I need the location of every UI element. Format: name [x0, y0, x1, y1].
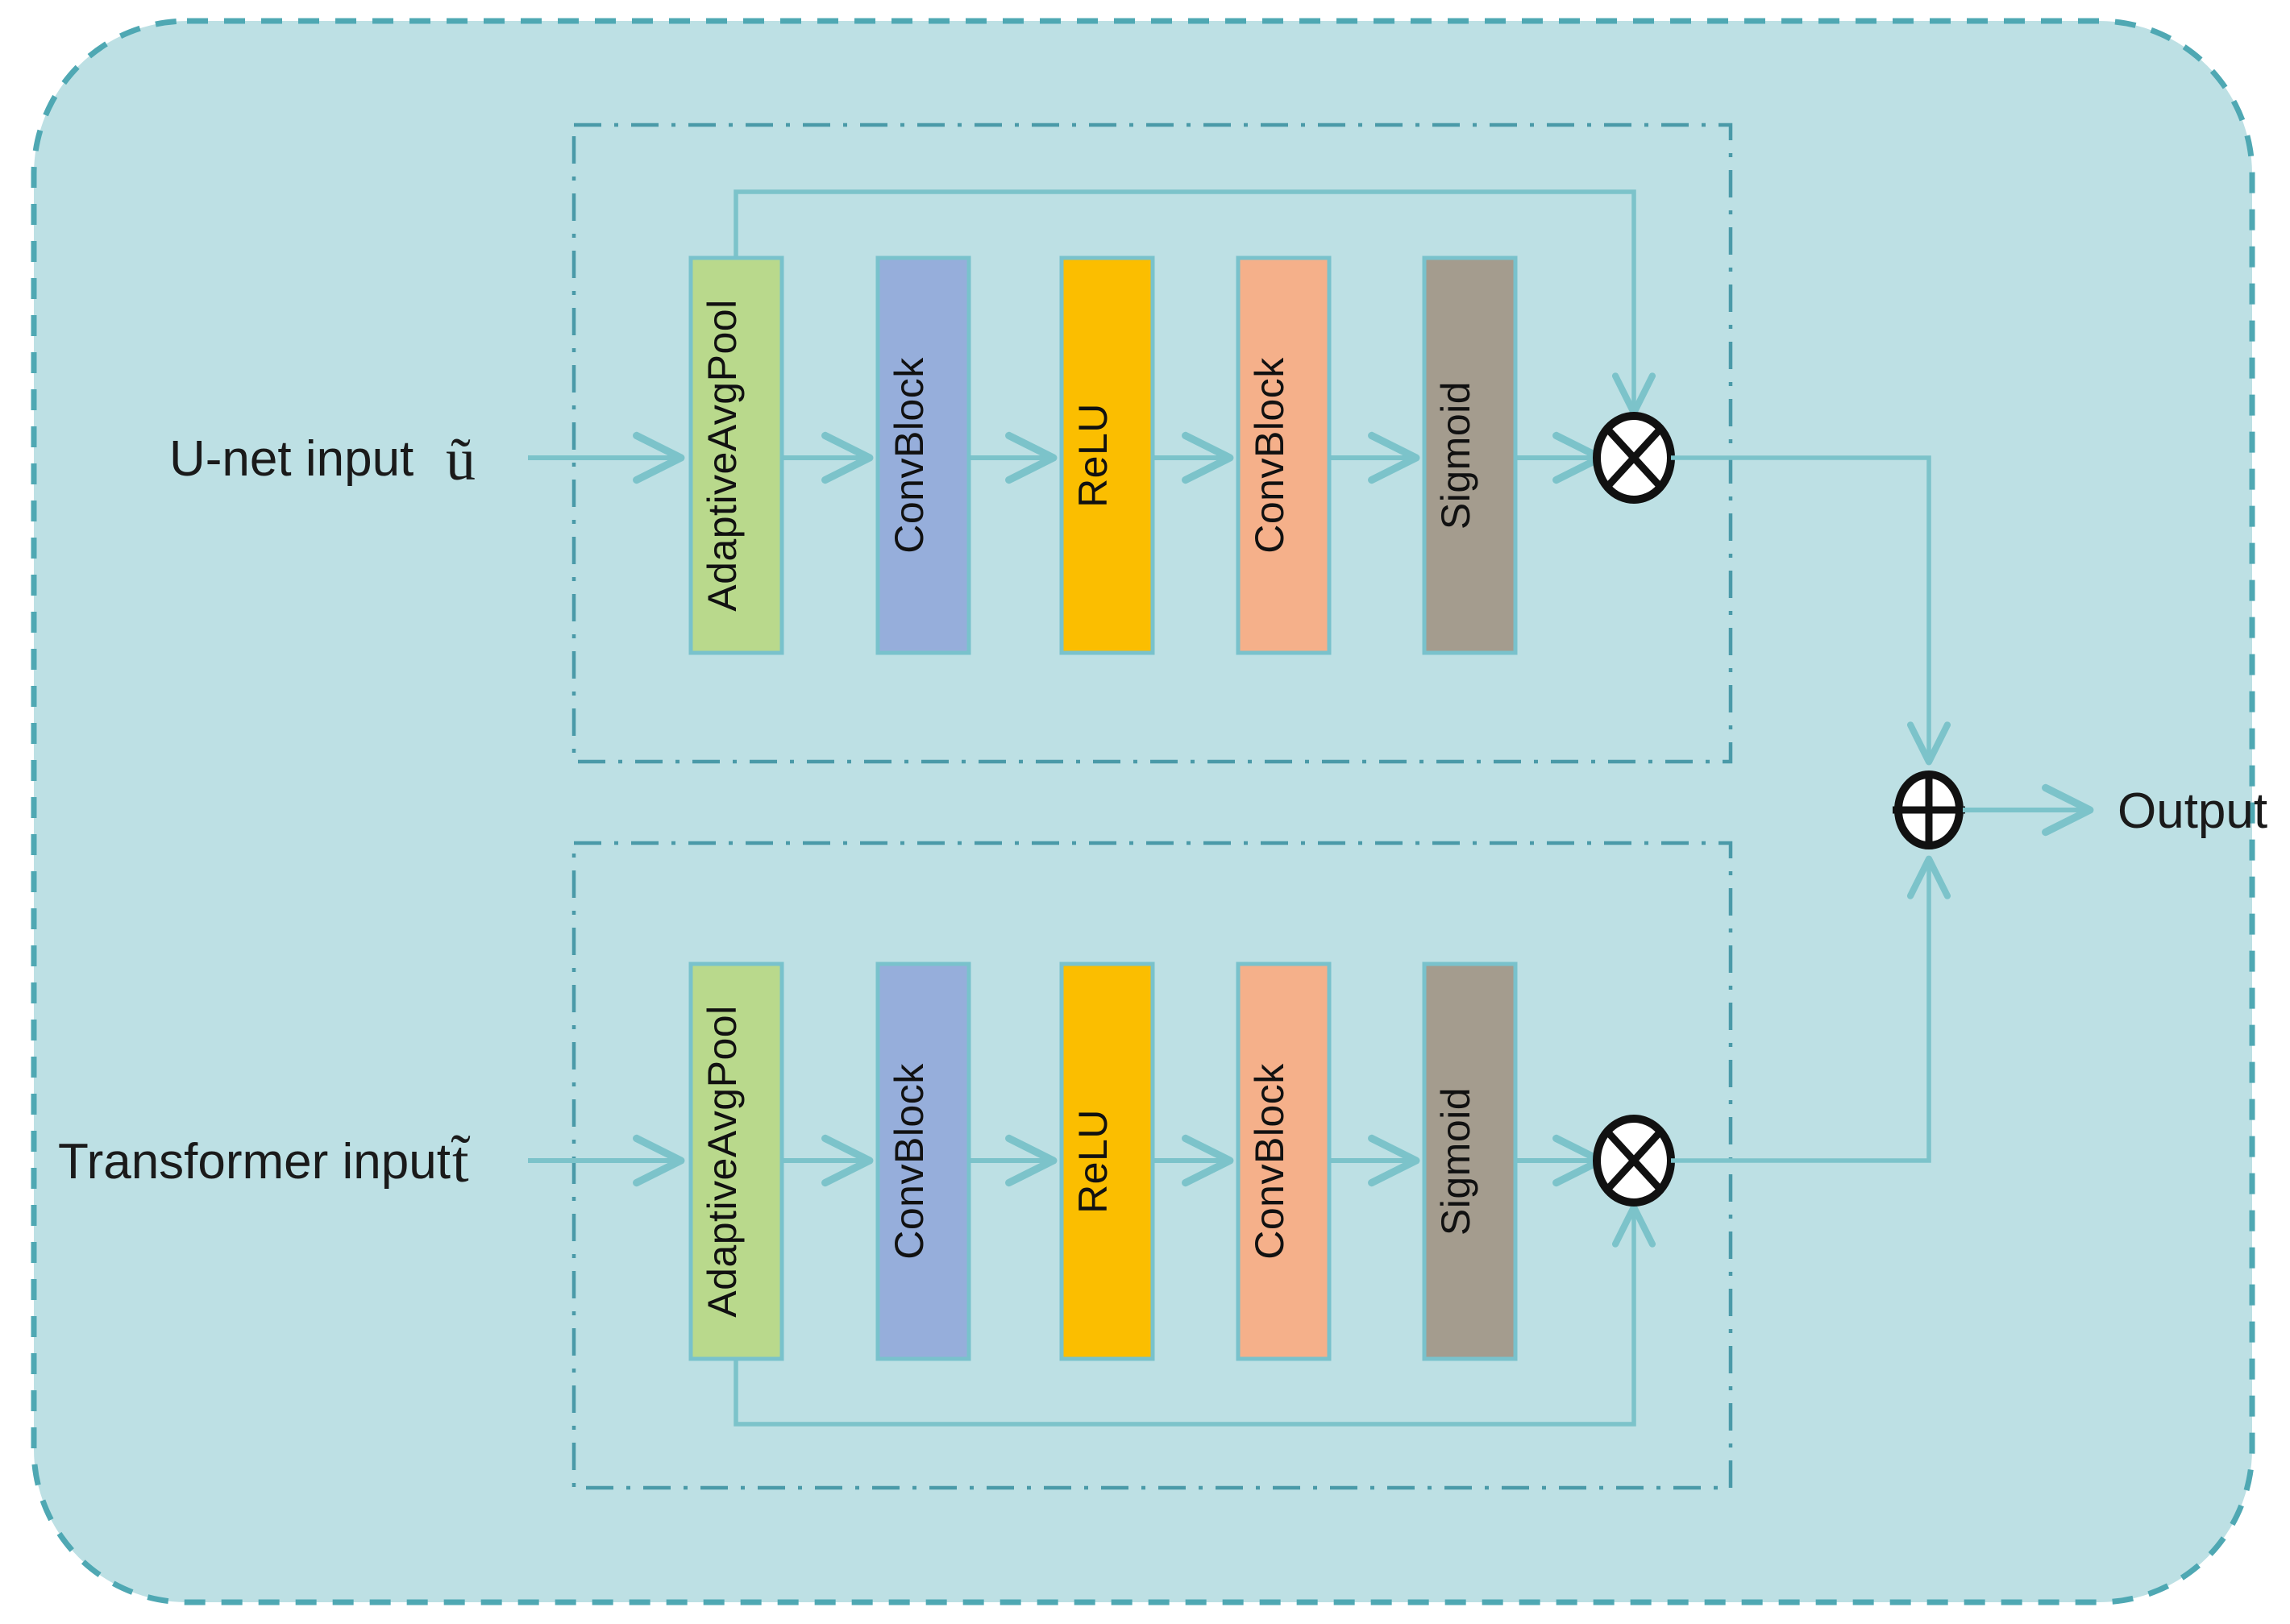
top-sigmoid-rect	[1422, 255, 1518, 655]
bottom-conv-block-1-label: ConvBlock	[887, 1063, 932, 1260]
bottom-conv-block-1-rect	[875, 962, 971, 1361]
bottom-sigmoid-label: Sigmoid	[1433, 1087, 1478, 1236]
top-conv-block-1-block: ConvBlock	[875, 255, 971, 655]
output-label: Output	[2118, 783, 2267, 839]
outer-container-boundary	[31, 18, 2255, 1605]
top-sigmoid-label: Sigmoid	[1433, 381, 1478, 530]
unet-input-label-group: U-net input ũ	[169, 427, 476, 493]
top-branch-group-boundary	[571, 123, 1733, 764]
transformer-input-variable: t̃	[451, 1129, 471, 1195]
top-adaptive-avg-pool-rect	[688, 255, 784, 655]
bottom-multiply-to-add-path	[1671, 855, 1951, 1163]
unet-input-variable: ũ	[446, 427, 476, 493]
bottom-adaptive-avg-pool-rect	[688, 962, 784, 1361]
top-multiply-stroke-b	[1604, 426, 1664, 490]
bottom-branch-group-boundary	[571, 841, 1733, 1490]
bottom-relu-label: ReLU	[1070, 1109, 1116, 1214]
bottom-skip-connection	[734, 1203, 1656, 1427]
add-op	[1893, 770, 1965, 849]
top-conv-block-2-label: ConvBlock	[1247, 357, 1292, 554]
outer-container	[31, 18, 2255, 1605]
top-branch-group	[571, 123, 1733, 764]
bottom-multiply-op	[1593, 1115, 1675, 1207]
transformer-input-label: Transformer input	[58, 1134, 451, 1190]
bottom-conv-block-1-block: ConvBlock	[875, 962, 971, 1361]
unet-input-label: U-net input	[169, 431, 414, 487]
bottom-conv-block-2-block: ConvBlock	[1236, 962, 1332, 1361]
bottom-relu-rect	[1059, 962, 1155, 1361]
transformer-input-label-group: Transformer input t̃	[58, 1129, 471, 1195]
top-relu-block: ReLU	[1059, 255, 1155, 655]
bottom-adaptive-avg-pool-label: AdaptiveAvgPool	[700, 1005, 745, 1317]
bottom-adaptive-avg-pool-block: AdaptiveAvgPool	[688, 962, 784, 1361]
top-conv-block-2-rect	[1236, 255, 1332, 655]
top-sigmoid-block: Sigmoid	[1422, 255, 1518, 655]
top-relu-rect	[1059, 255, 1155, 655]
top-skip-connection	[734, 189, 1656, 417]
bottom-multiply-stroke-b	[1604, 1128, 1664, 1193]
top-multiply-to-add-path	[1671, 455, 1951, 766]
top-relu-label: ReLU	[1070, 403, 1116, 508]
bottom-conv-block-2-rect	[1236, 962, 1332, 1361]
top-adaptive-avg-pool-block: AdaptiveAvgPool	[688, 255, 784, 655]
top-conv-block-2-block: ConvBlock	[1236, 255, 1332, 655]
top-multiply-op	[1593, 412, 1675, 504]
bottom-conv-block-2-label: ConvBlock	[1247, 1063, 1292, 1260]
top-conv-block-1-label: ConvBlock	[887, 357, 932, 554]
top-adaptive-avg-pool-label: AdaptiveAvgPool	[700, 299, 745, 611]
bottom-sigmoid-rect	[1422, 962, 1518, 1361]
bottom-sigmoid-block: Sigmoid	[1422, 962, 1518, 1361]
bottom-branch-group	[571, 841, 1733, 1490]
bottom-relu-block: ReLU	[1059, 962, 1155, 1361]
top-conv-block-1-rect	[875, 255, 971, 655]
